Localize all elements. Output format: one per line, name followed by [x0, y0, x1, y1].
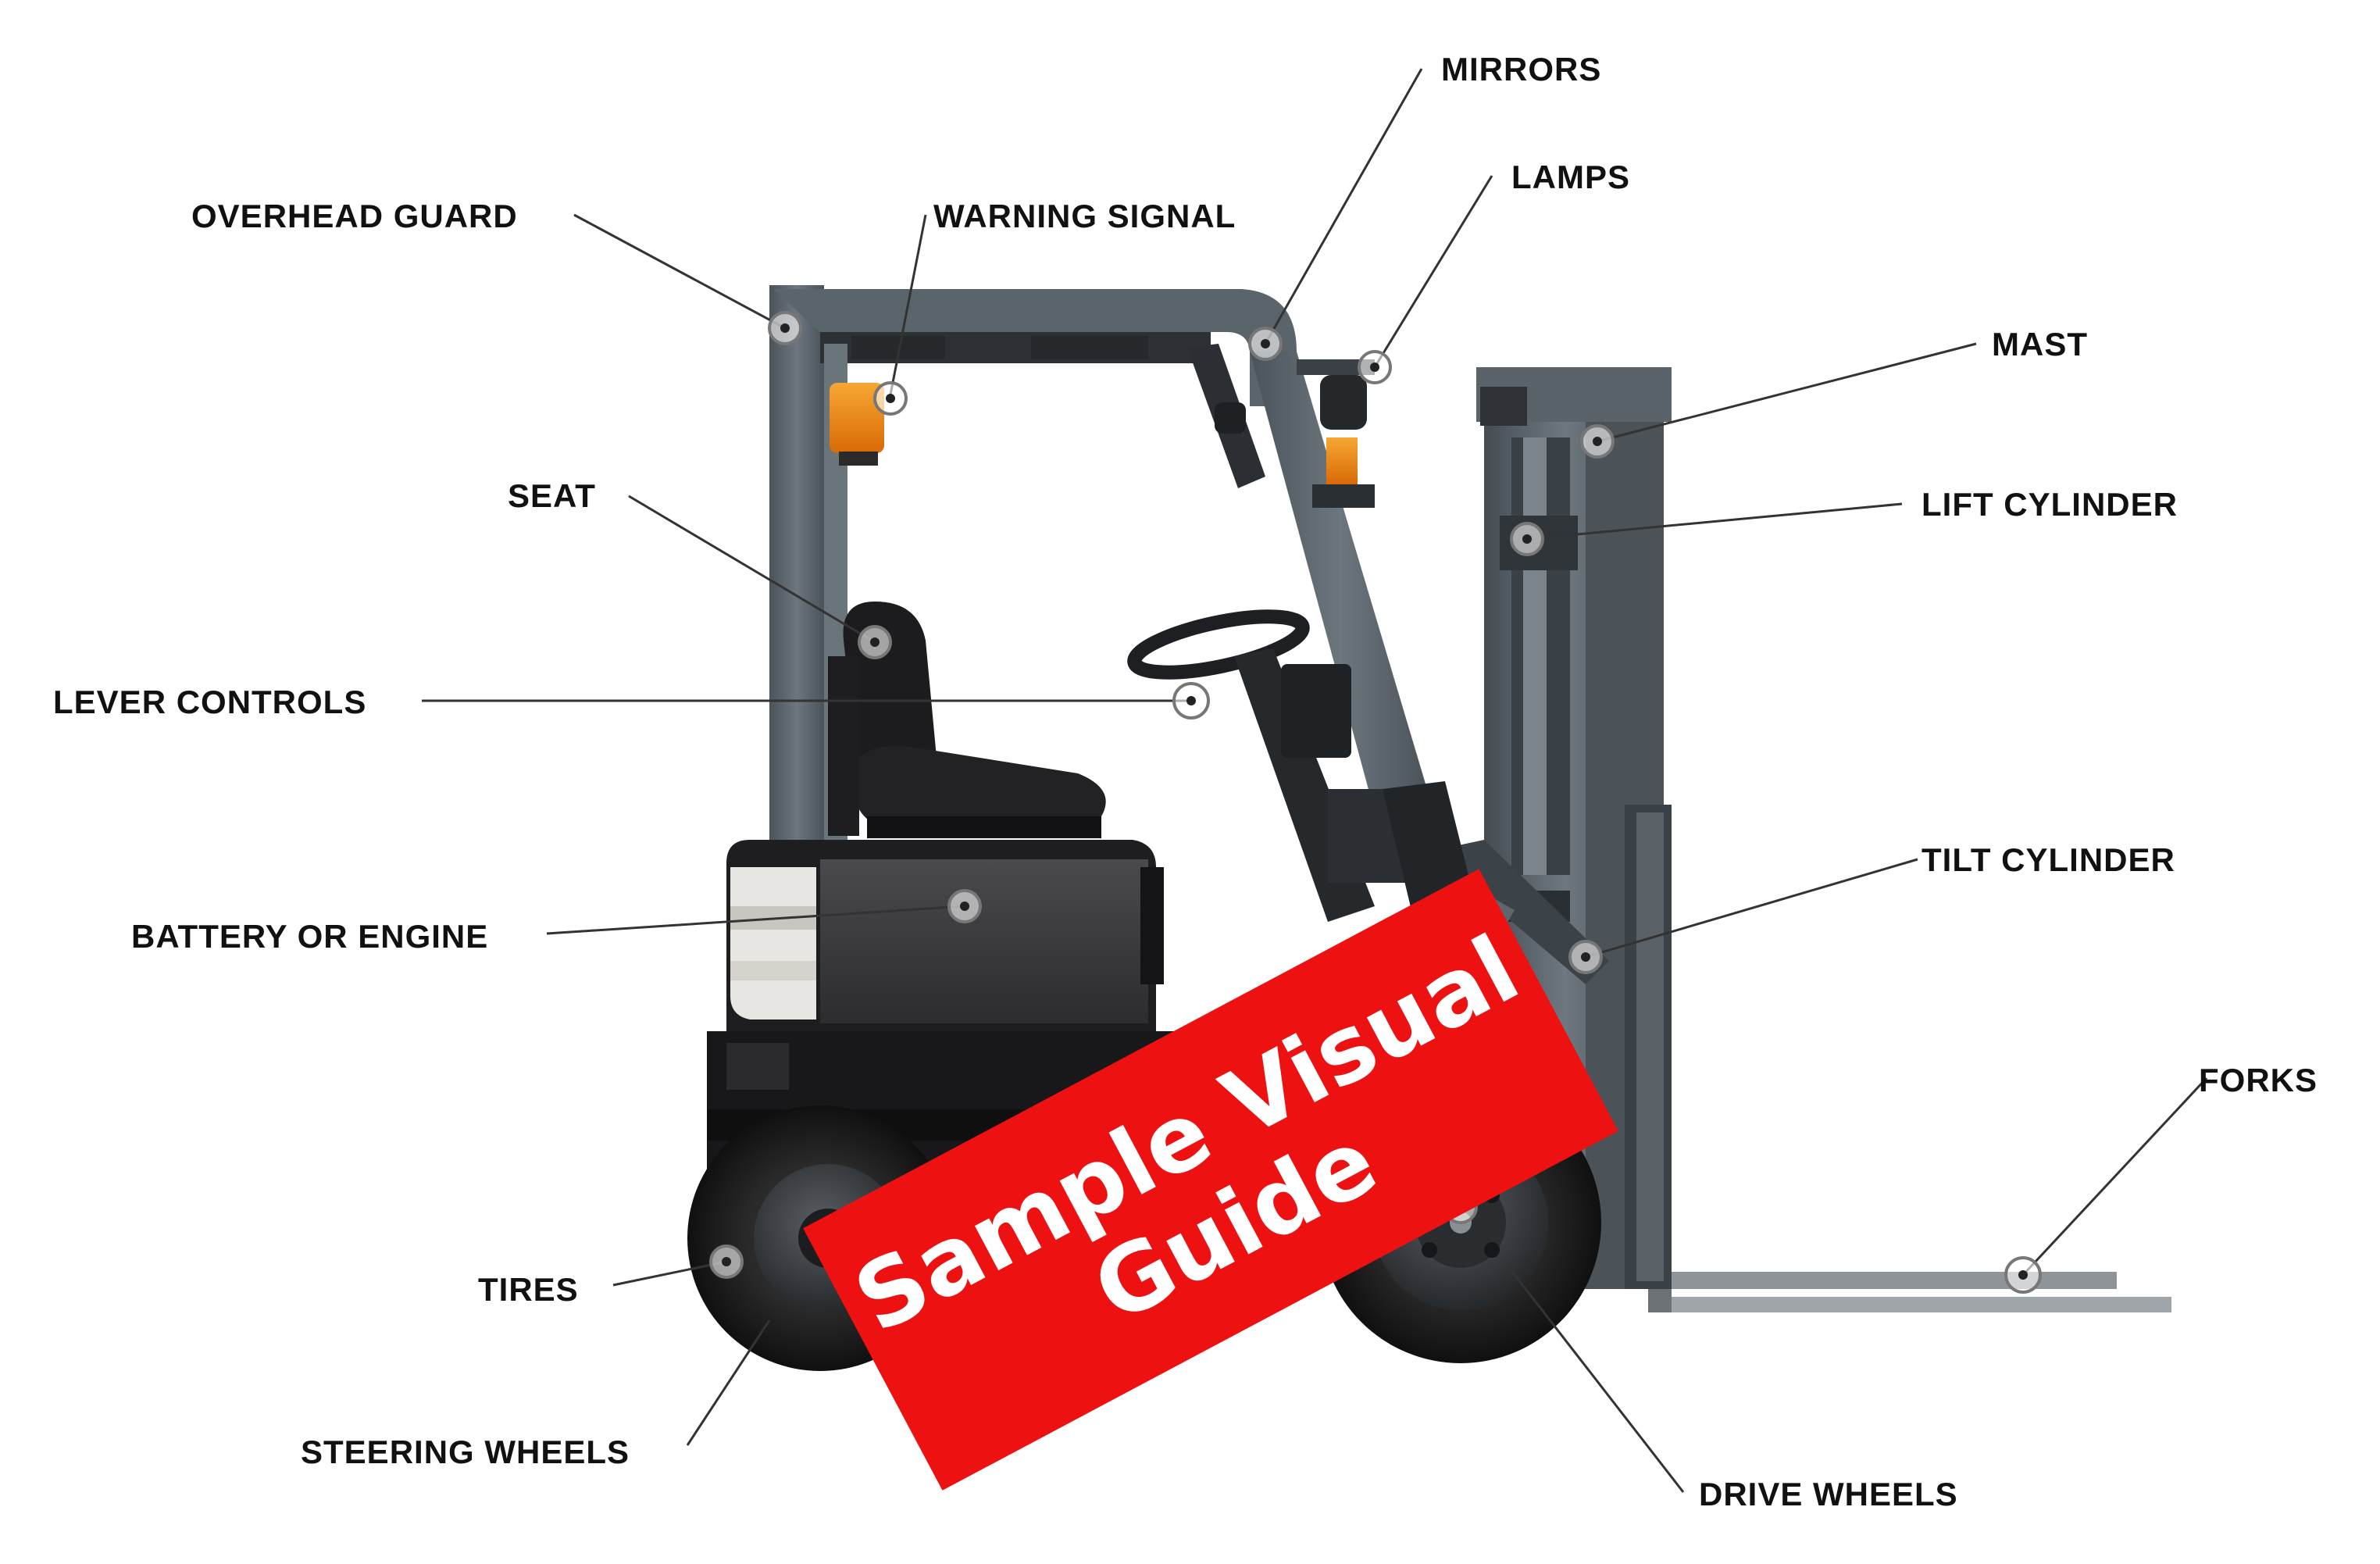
label-drive-wheels: DRIVE WHEELS	[1699, 1478, 1958, 1511]
label-overhead-guard: OVERHEAD GUARD	[191, 200, 518, 233]
label-battery-or-engine: BATTERY OR ENGINE	[131, 920, 488, 953]
label-forks: FORKS	[2199, 1064, 2318, 1097]
label-lamps: LAMPS	[1511, 161, 1630, 194]
label-lever-controls: LEVER CONTROLS	[53, 686, 366, 719]
label-mirrors: MIRRORS	[1441, 53, 1601, 86]
label-lift-cylinder: LIFT CYLINDER	[1921, 488, 2178, 521]
forks-shape	[1648, 1250, 2171, 1312]
label-mast: MAST	[1992, 328, 2088, 361]
label-tires: TIRES	[478, 1273, 579, 1306]
label-tilt-cylinder: TILT CYLINDER	[1921, 844, 2175, 877]
battery-compartment-shape	[726, 840, 1164, 1031]
label-seat: SEAT	[508, 480, 596, 512]
label-warning-signal: WARNING SIGNAL	[933, 200, 1236, 233]
label-steering-wheels: STEERING WHEELS	[301, 1436, 630, 1469]
